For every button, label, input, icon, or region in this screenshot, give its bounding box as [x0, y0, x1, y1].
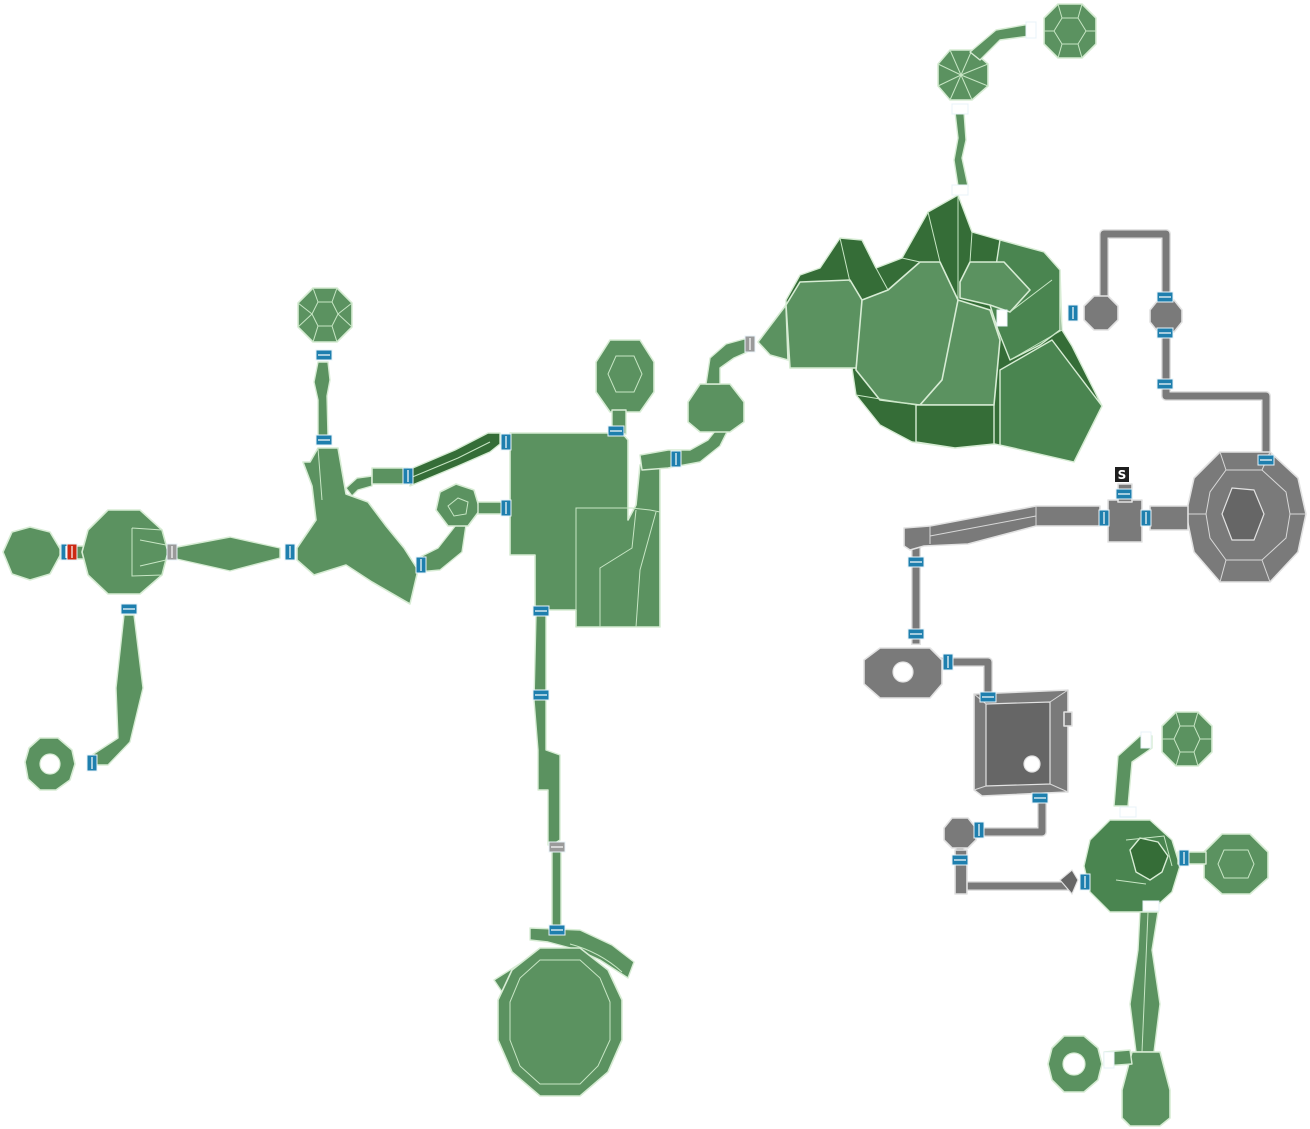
room-west-north[interactable]: [297, 287, 353, 343]
door-grey[interactable]: [744, 335, 756, 353]
door-blue[interactable]: [907, 628, 925, 640]
hall-north-diagonal: [969, 23, 1031, 61]
room-mid-octagon[interactable]: [687, 383, 745, 433]
room-far-west[interactable]: [2, 526, 63, 581]
door-white[interactable]: [1103, 1051, 1115, 1069]
room-grey-south-small[interactable]: [943, 817, 977, 849]
door-blue[interactable]: [1115, 488, 1133, 500]
hall-southeast-north: [1113, 735, 1153, 807]
door-blue[interactable]: [951, 854, 969, 866]
room-west-hub[interactable]: [296, 447, 419, 605]
save-station-icon[interactable]: S: [1114, 466, 1130, 483]
room-cavern-west-spike: [757, 304, 789, 361]
room-southeast-round[interactable]: [1083, 819, 1181, 913]
hall-west-hub-east: [345, 475, 373, 497]
door-blue[interactable]: [979, 691, 997, 703]
room-central-north[interactable]: [595, 339, 655, 413]
explored-region-north-cavern: [757, 3, 1103, 463]
door-blue[interactable]: [415, 556, 427, 574]
door-blue[interactable]: [402, 467, 414, 485]
door-blue[interactable]: [1156, 327, 1174, 339]
door-blue[interactable]: [1156, 291, 1174, 303]
door-white[interactable]: [1142, 900, 1160, 912]
door-blue[interactable]: [907, 556, 925, 568]
door-blue[interactable]: [1098, 509, 1110, 527]
door-blue[interactable]: [315, 349, 333, 361]
room-west-round[interactable]: [81, 509, 169, 595]
door-blue[interactable]: [670, 450, 682, 468]
door-blue[interactable]: [1079, 873, 1091, 891]
door-grey[interactable]: [548, 841, 566, 853]
door-blue[interactable]: [973, 821, 985, 839]
door-white[interactable]: [1140, 731, 1152, 749]
door-white[interactable]: [1025, 21, 1037, 39]
door-blue[interactable]: [315, 434, 333, 446]
door-blue[interactable]: [120, 603, 138, 615]
door-blue[interactable]: [284, 543, 296, 561]
door-blue[interactable]: [942, 653, 954, 671]
unexplored-region-east: [863, 229, 1307, 896]
door-blue[interactable]: [500, 499, 512, 517]
hall-central-east: [639, 429, 729, 471]
door-blue[interactable]: [1067, 304, 1079, 322]
door-blue[interactable]: [1140, 509, 1152, 527]
door-white[interactable]: [951, 103, 969, 115]
door-blue[interactable]: [86, 754, 98, 772]
hall-grey-sloped: [903, 505, 1101, 551]
room-central-large[interactable]: [509, 432, 661, 628]
door-blue[interactable]: [1257, 454, 1275, 466]
door-blue[interactable]: [1156, 378, 1174, 390]
door-blue[interactable]: [532, 689, 550, 701]
room-south-round[interactable]: [497, 947, 623, 1097]
room-grey-north-1[interactable]: [1083, 295, 1119, 331]
hall-west-south: [91, 614, 144, 766]
door-white[interactable]: [996, 309, 1008, 327]
room-southeast-east[interactable]: [1203, 833, 1269, 895]
room-grey-north-2[interactable]: [1149, 299, 1183, 333]
room-south-arc: [529, 927, 635, 979]
door-white[interactable]: [951, 184, 969, 196]
hall-cavern-north: [953, 111, 969, 187]
door-blue[interactable]: [1178, 849, 1190, 867]
hall-west-north: [313, 361, 331, 437]
door-red[interactable]: [66, 543, 78, 561]
doors: [60, 21, 1275, 1069]
door-blue[interactable]: [500, 433, 512, 451]
room-southeast-south[interactable]: [1121, 1051, 1171, 1127]
hall-west-lens: [171, 536, 281, 572]
explored-region-southeast: [1047, 711, 1269, 1127]
door-blue[interactable]: [548, 924, 566, 936]
door-blue[interactable]: [1031, 792, 1049, 804]
door-white[interactable]: [1119, 806, 1137, 818]
room-pentagon[interactable]: [435, 483, 481, 527]
explored-region-west: [2, 287, 753, 1097]
door-blue[interactable]: [532, 605, 550, 617]
door-blue[interactable]: [607, 425, 625, 437]
room-save[interactable]: [1107, 499, 1143, 543]
door-grey[interactable]: [166, 543, 178, 561]
hall-pentagon-link: [477, 501, 505, 515]
